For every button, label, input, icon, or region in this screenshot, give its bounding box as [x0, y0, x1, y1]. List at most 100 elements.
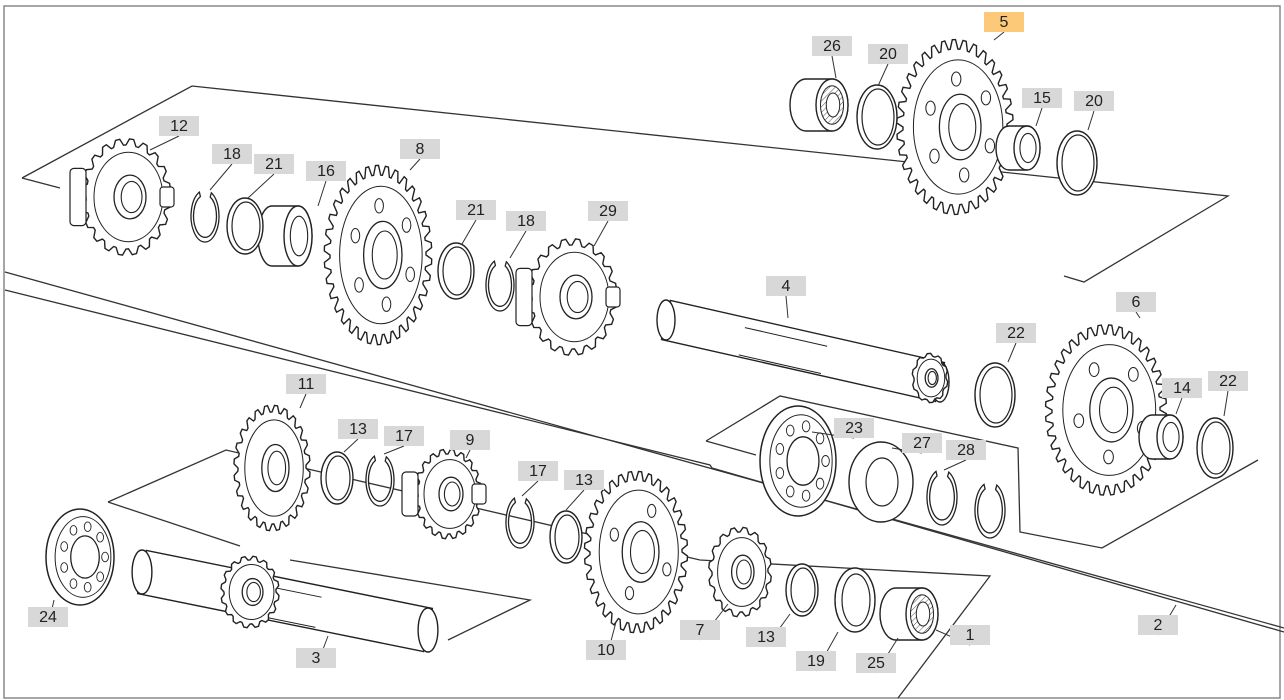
label-text: 5	[1000, 14, 1009, 31]
label-tag-p28[interactable]: 28	[946, 440, 986, 460]
label-tag-p4[interactable]: 4	[766, 276, 806, 296]
label-text: 23	[845, 420, 863, 437]
label-tag-p24[interactable]: 24	[28, 607, 68, 627]
part-12-gear-teeth	[80, 138, 172, 256]
label-tag-p11[interactable]: 11	[286, 374, 326, 394]
leader-p18a	[209, 163, 233, 191]
part-10-gear	[583, 470, 689, 634]
label-text: 8	[416, 141, 425, 158]
label-text: 13	[349, 421, 367, 438]
part-25-needle-bearing	[879, 587, 939, 641]
label-text: 11	[298, 376, 315, 393]
label-tag-p18b[interactable]: 18	[506, 211, 546, 231]
part-17a-circlip	[365, 455, 395, 507]
label-tag-p26[interactable]: 26	[812, 36, 852, 56]
part-24-bearing	[45, 508, 115, 606]
label-tag-p25[interactable]: 25	[856, 653, 896, 673]
part-3-gear	[220, 555, 280, 629]
label-text: 4	[782, 278, 791, 295]
label-tag-p17b[interactable]: 17	[518, 461, 558, 481]
leader-p11	[299, 393, 307, 409]
label-box	[902, 433, 942, 453]
label-tag-p23[interactable]: 23	[834, 418, 874, 438]
label-box	[518, 461, 558, 481]
label-box	[1074, 91, 1114, 111]
label-box	[159, 116, 199, 136]
label-box	[1022, 88, 1062, 108]
part-19-washer	[834, 567, 876, 633]
leader-p21b	[461, 219, 477, 245]
label-tag-p16[interactable]: 16	[306, 161, 346, 181]
label-box	[950, 625, 990, 645]
label-tag-p22a[interactable]: 22	[996, 323, 1036, 343]
label-tag-p18a[interactable]: 18	[212, 144, 252, 164]
part-28b-circlip	[974, 483, 1006, 539]
label-tag-p1[interactable]: 1	[950, 625, 990, 645]
label-tag-p2[interactable]: 2	[1138, 615, 1178, 635]
lower-shaft-plane	[107, 449, 992, 699]
part-13b-washer	[549, 510, 583, 564]
label-box	[384, 426, 424, 446]
label-tag-p13c[interactable]: 13	[746, 627, 786, 647]
label-tag-p21b[interactable]: 21	[456, 200, 496, 220]
leader-p18b	[509, 230, 527, 259]
part-13a-washer	[320, 451, 354, 505]
label-text: 18	[223, 146, 241, 163]
label-text: 18	[517, 213, 535, 230]
leader-p15	[1035, 107, 1043, 127]
part-11-gear	[233, 404, 311, 532]
label-text: 17	[395, 428, 413, 445]
label-tag-p29[interactable]: 29	[588, 201, 628, 221]
label-tag-p8[interactable]: 8	[400, 139, 440, 159]
label-tag-p13a[interactable]: 13	[338, 419, 378, 439]
leader-p22b	[1223, 390, 1229, 417]
part-22b-washer	[1196, 417, 1234, 479]
label-box	[286, 374, 326, 394]
leader-p21a	[247, 173, 275, 199]
label-text: 2	[1154, 617, 1163, 634]
leader-p9	[465, 449, 471, 459]
label-text: 12	[170, 118, 188, 135]
leader-p16	[317, 180, 327, 207]
part-22a-washer	[974, 362, 1016, 428]
leader-p29	[593, 220, 609, 247]
label-tag-p7[interactable]: 7	[680, 620, 720, 640]
label-tag-p3[interactable]: 3	[296, 648, 336, 668]
label-tag-p10[interactable]: 10	[586, 640, 626, 660]
part-18b-circlip	[485, 260, 515, 312]
part-7-gear	[708, 526, 772, 618]
label-tag-p13b[interactable]: 13	[564, 470, 604, 490]
part-29-gear-teeth	[526, 238, 618, 356]
label-tag-p22b[interactable]: 22	[1208, 371, 1248, 391]
label-tag-p12[interactable]: 12	[159, 116, 199, 136]
label-tag-p14[interactable]: 14	[1162, 378, 1202, 398]
label-tag-p15[interactable]: 15	[1022, 88, 1062, 108]
label-tag-p20a[interactable]: 20	[868, 44, 908, 64]
label-text: 17	[529, 463, 547, 480]
part-14-bush	[1138, 414, 1184, 460]
label-tag-p27[interactable]: 27	[902, 433, 942, 453]
label-box	[746, 627, 786, 647]
label-tag-p19[interactable]: 19	[796, 651, 836, 671]
label-text: 7	[696, 622, 705, 639]
label-text: 22	[1007, 325, 1025, 342]
label-box	[456, 200, 496, 220]
label-box	[796, 651, 836, 671]
label-tag-p17a[interactable]: 17	[384, 426, 424, 446]
label-tag-p21a[interactable]: 21	[254, 154, 294, 174]
label-box	[812, 36, 852, 56]
label-box	[946, 440, 986, 460]
label-box	[766, 276, 806, 296]
leader-p26	[831, 55, 837, 79]
label-tag-p6[interactable]: 6	[1116, 292, 1156, 312]
label-tag-p20b[interactable]: 20	[1074, 91, 1114, 111]
part-6-gear	[1044, 324, 1168, 496]
label-text: 21	[467, 202, 485, 219]
label-tag-p5[interactable]: 5	[984, 12, 1024, 32]
label-tag-p9[interactable]: 9	[450, 430, 490, 450]
label-box	[834, 418, 874, 438]
label-text: 19	[807, 653, 825, 670]
leader-p20a	[877, 63, 889, 87]
leader-p4	[785, 295, 789, 319]
leader-p5	[993, 31, 1005, 41]
